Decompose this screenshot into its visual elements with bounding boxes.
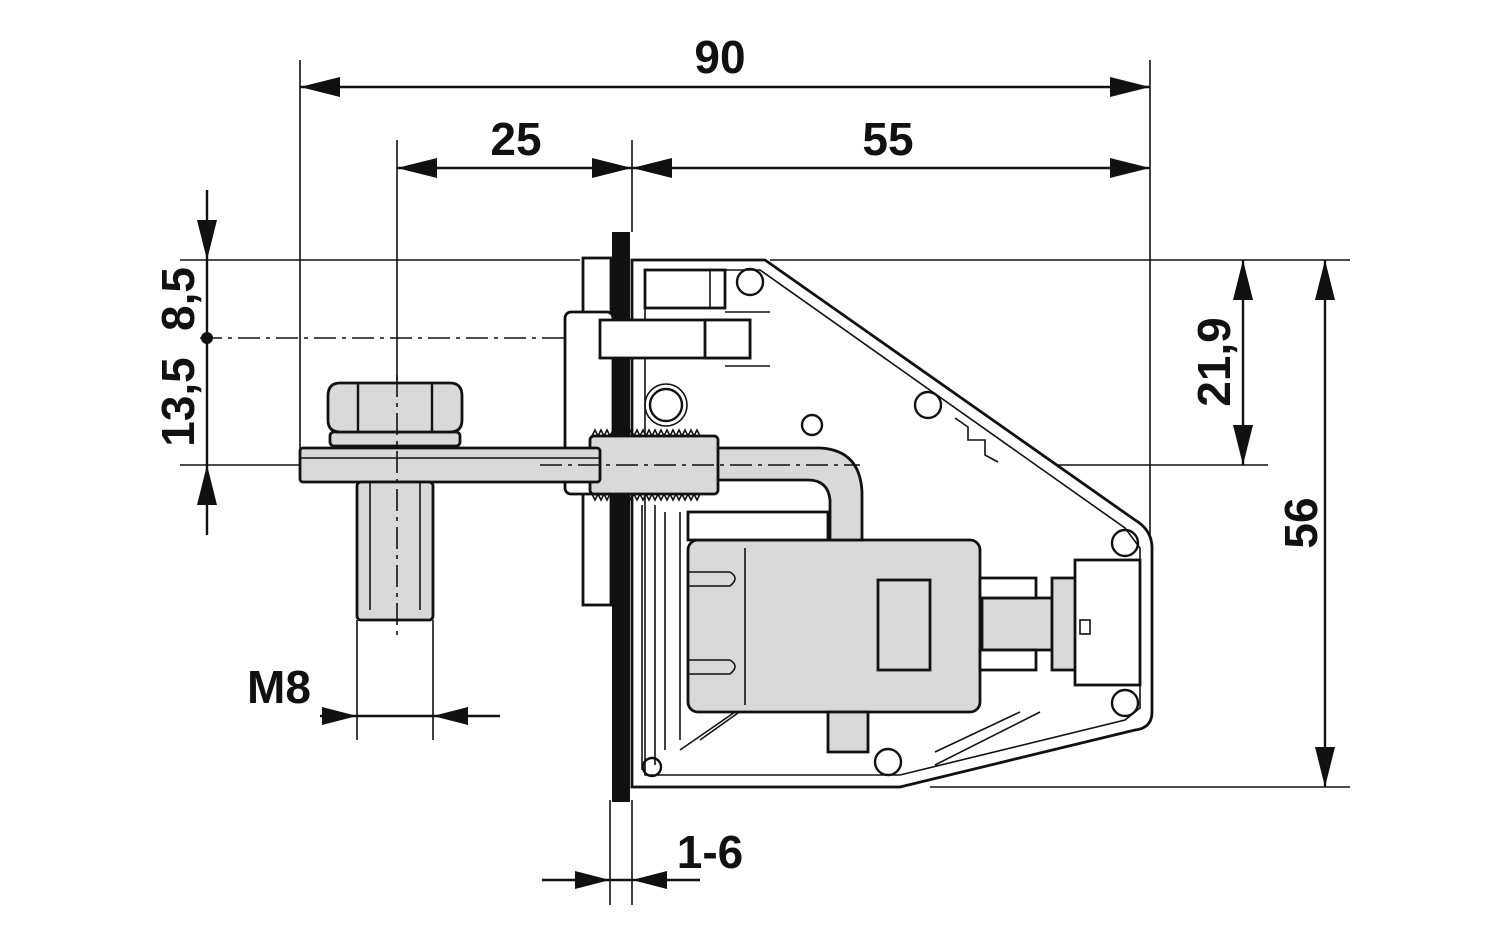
dim-overall-height: 56 — [1275, 260, 1335, 787]
dim-overall-height-label: 56 — [1275, 497, 1327, 548]
dim-panel-thickness: 1-6 — [542, 826, 743, 889]
dim-right-offset-label: 55 — [862, 113, 913, 165]
terminal-block — [686, 510, 982, 754]
dim-top-small-label: 8,5 — [152, 267, 204, 331]
dim-offsets: 25 55 — [397, 113, 1150, 178]
dim-thread: M8 — [247, 661, 500, 725]
dim-thread-label: M8 — [247, 661, 311, 713]
extension-lines — [180, 60, 1350, 905]
dim-left-vertical: 8,5 13,5 — [152, 190, 760, 535]
mounting-panel — [612, 232, 630, 802]
dim-mid-height-label: 21,9 — [1188, 317, 1240, 407]
dim-left-vertical-label: 13,5 — [152, 357, 204, 447]
dim-overall-width: 90 — [300, 31, 1150, 97]
hex-bolt — [326, 381, 464, 622]
dim-overall-width-label: 90 — [694, 31, 745, 83]
dim-mid-height: 21,9 — [1188, 260, 1253, 465]
dim-panel-thickness-label: 1-6 — [677, 826, 743, 878]
center-lines — [396, 375, 860, 640]
right-clamp — [978, 558, 1142, 687]
internal-guides — [641, 505, 681, 770]
dim-left-offset-label: 25 — [490, 113, 541, 165]
